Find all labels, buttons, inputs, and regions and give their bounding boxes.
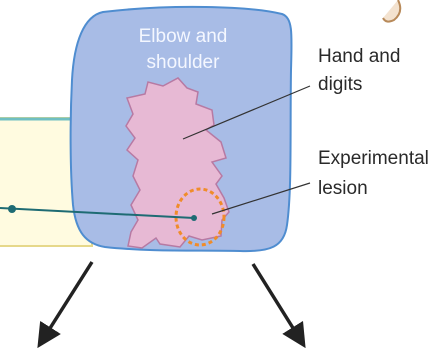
callout-pointer-dot bbox=[8, 205, 16, 213]
left-arrow bbox=[40, 262, 92, 344]
region-label-line2: shoulder bbox=[147, 52, 221, 73]
region-label-line1: Elbow and bbox=[139, 26, 228, 47]
hand-label-line2: digits bbox=[318, 74, 362, 95]
right-arrow bbox=[253, 264, 303, 344]
hand-label-line1: Hand and bbox=[318, 46, 400, 67]
partial-brain-outline bbox=[383, 0, 400, 22]
lesion-label-line1: Experimental bbox=[318, 148, 429, 169]
lesion-label-line2: lesion bbox=[318, 178, 368, 199]
